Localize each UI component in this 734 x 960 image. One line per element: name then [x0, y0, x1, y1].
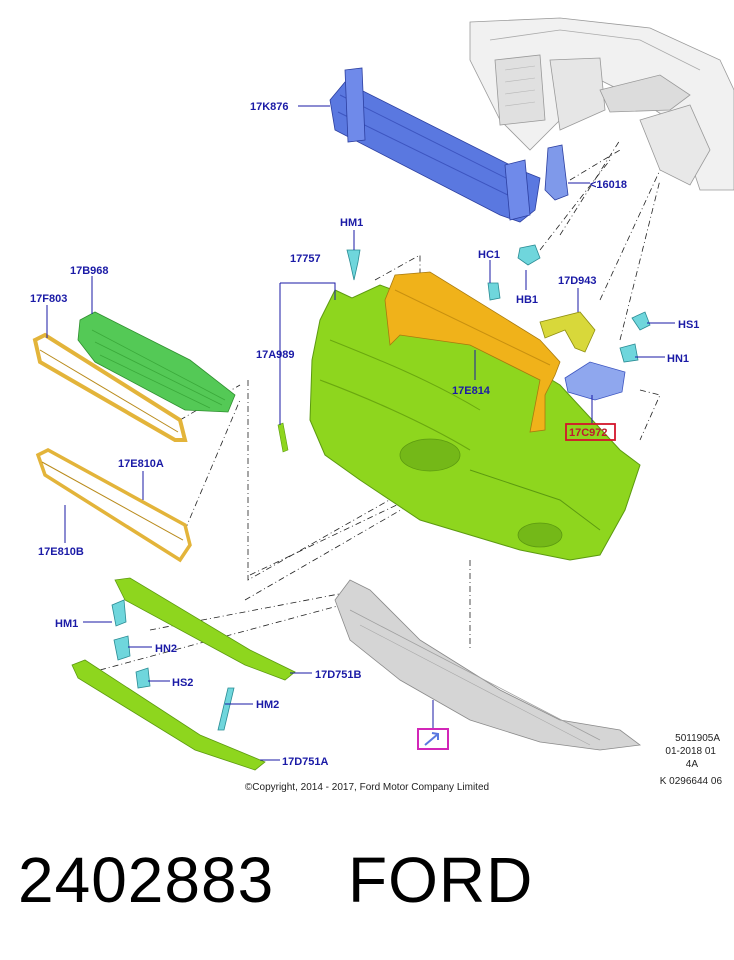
front-bumper-cover [309, 284, 641, 561]
grille-molding-set [35, 448, 192, 563]
lower-grille [77, 311, 236, 413]
label-hs2: HS2 [172, 677, 193, 689]
label-17f803: 17F803 [30, 293, 67, 305]
meta-line-3: 4A [686, 759, 699, 770]
label-17e810a: 17E810A [118, 458, 164, 470]
label-16018: <16018 [590, 179, 627, 191]
label-hs1: HS1 [678, 319, 699, 331]
part-labels: 17K876 <16018 HM1 HC1 HB1 17D943 17B968 … [30, 101, 699, 768]
label-17c972: 17C972 [569, 427, 608, 439]
label-hn1: HN1 [667, 353, 689, 365]
fasteners [111, 244, 651, 731]
label-hc1: HC1 [478, 249, 500, 261]
bracket-17c972 [564, 361, 626, 401]
label-17d943: 17D943 [558, 275, 597, 287]
highlight-17c972 [565, 423, 616, 441]
label-hm1-top: HM1 [340, 217, 363, 229]
label-hm2: HM2 [256, 699, 279, 711]
label-17d751b: 17D751B [315, 669, 362, 681]
label-17e814: 17E814 [452, 385, 491, 397]
copyright-notice: ©Copyright, 2014 - 2017, Ford Motor Comp… [244, 782, 490, 793]
label-hm1-low: HM1 [55, 618, 78, 630]
document-meta: 5011905A 01-2018 01 4A K 0296644 06 [660, 733, 723, 787]
bracket-16018 [544, 144, 569, 201]
label-17k876: 17K876 [250, 101, 289, 113]
brand-name: FORD [348, 844, 534, 916]
grille-bezel [32, 332, 188, 442]
label-hn2: HN2 [155, 643, 177, 655]
label-17d751a: 17D751A [282, 756, 329, 768]
leader-lines [46, 105, 675, 761]
label-17757: 17757 [290, 253, 321, 265]
vehicle-front-outline [469, 17, 734, 191]
lower-undertray [334, 579, 642, 751]
label-17e810b: 17E810B [38, 546, 84, 558]
meta-line-4: K 0296644 06 [660, 776, 723, 787]
label-hb1: HB1 [516, 294, 538, 306]
bumper-reinforcement [329, 67, 541, 223]
part-number: 2402883 [18, 844, 275, 916]
meta-line-2: 01-2018 01 [665, 746, 716, 757]
label-17a989: 17A989 [256, 349, 295, 361]
bumper-absorber [384, 271, 561, 433]
highlight-undertray-ref [417, 728, 449, 750]
label-17b968: 17B968 [70, 265, 109, 277]
lower-molding-set [71, 577, 296, 771]
arrow-icon [424, 732, 439, 746]
bracket-17d943 [539, 311, 596, 353]
meta-line-1: 5011905A [675, 733, 720, 744]
